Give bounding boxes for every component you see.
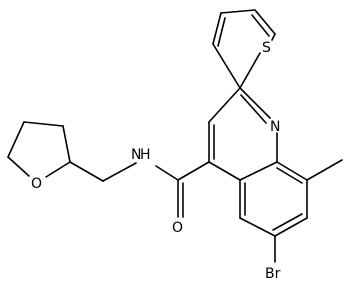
nitrogen-amide-atom-label: N: [131, 147, 141, 163]
substituent-bonds: [69, 159, 343, 263]
bond: [7, 156, 30, 177]
bond: [239, 161, 278, 181]
thiophene-ring: [212, 9, 276, 89]
hydrogen-amide-atom-label: H: [140, 147, 151, 163]
bond: [239, 217, 276, 237]
bond: [274, 217, 308, 237]
methyl-bond: [306, 159, 343, 181]
oxygen-ether-atom-label: O: [31, 176, 42, 192]
nitrogen-ring-atom-label: N: [270, 119, 280, 135]
bond: [217, 17, 226, 47]
bromine-atom-label: Br: [265, 266, 281, 282]
bond: [251, 14, 270, 37]
bond: [239, 87, 271, 119]
bond: [69, 161, 104, 182]
oxygen-carbonyl-atom-label: O: [172, 220, 183, 236]
tetrahydrofuran-ring: [7, 121, 71, 178]
bond: [272, 213, 303, 231]
bond: [220, 9, 256, 14]
bond: [23, 121, 64, 127]
bond: [271, 33, 276, 41]
bond: [212, 43, 241, 89]
bond: [276, 161, 308, 181]
sulfur-atom-label: S: [262, 40, 271, 56]
bond: [62, 125, 71, 163]
bond: [239, 52, 261, 89]
bond: [155, 165, 179, 181]
bond: [177, 161, 210, 181]
bond: [45, 161, 71, 178]
bond: [208, 87, 241, 123]
quinoline-ring: [208, 87, 308, 237]
bond: [212, 12, 222, 45]
bond: [7, 121, 25, 158]
bond: [254, 9, 276, 35]
bond: [276, 167, 303, 184]
bond: [102, 162, 137, 182]
bond: [208, 161, 241, 181]
bond: [240, 94, 267, 124]
